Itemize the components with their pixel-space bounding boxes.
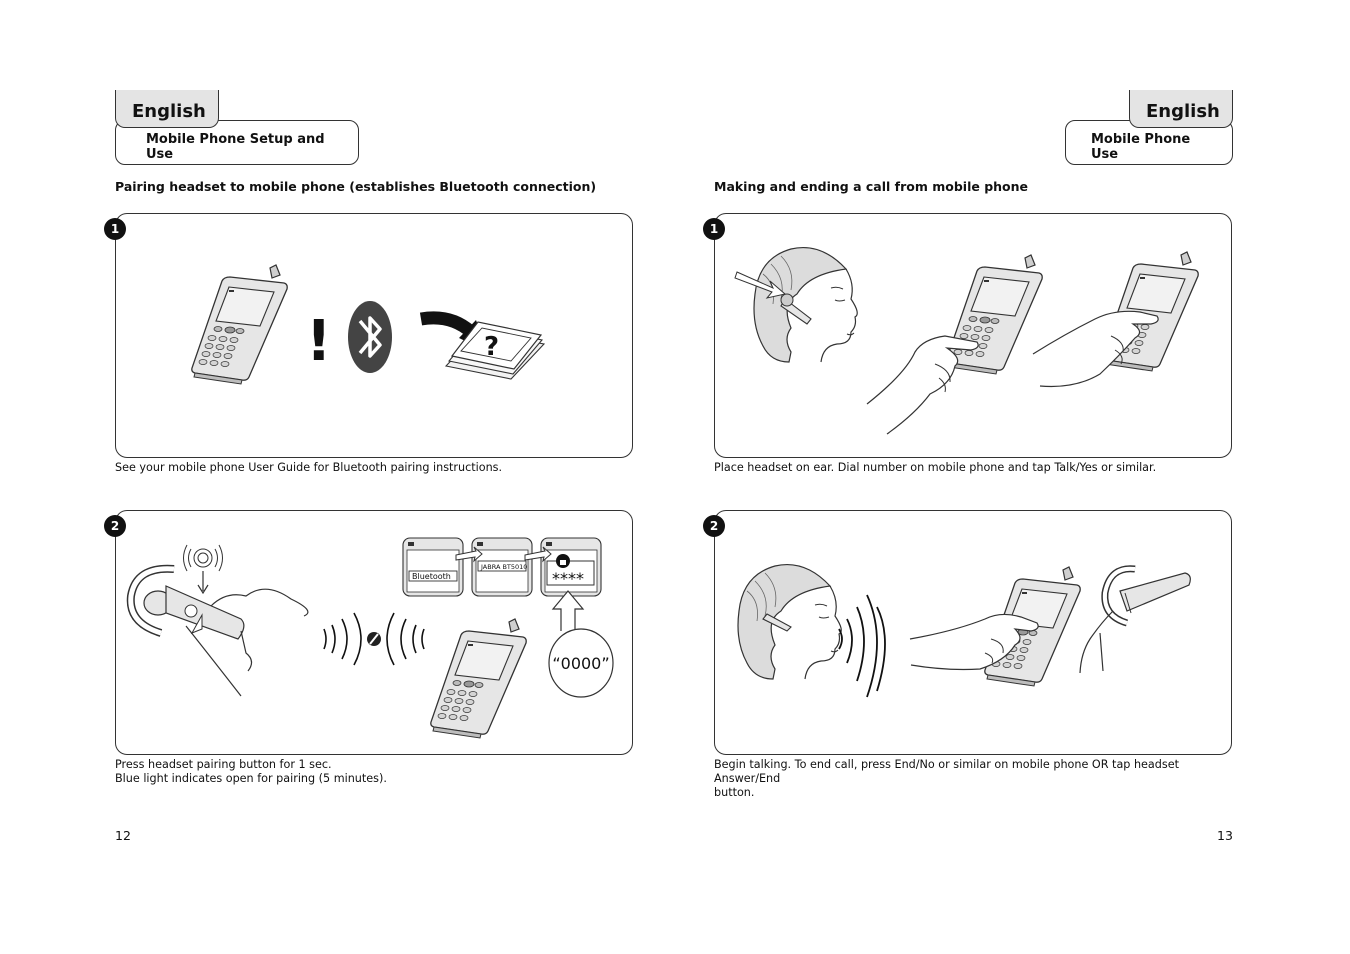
illustration-panel-left-1: ! ?	[115, 213, 633, 458]
illustration-panel-right-1	[714, 213, 1232, 458]
caption-left-2-line1: Press headset pairing button for 1 sec.	[115, 758, 332, 771]
section-title-left: Mobile Phone Setup and Use	[115, 120, 359, 165]
screen-bluetooth-menu: Bluetooth	[402, 537, 464, 597]
caption-right-2-line1: Begin talking. To end call, press End/No…	[714, 758, 1179, 785]
headset-on-ear-icon	[780, 293, 812, 325]
exclamation-mark: !	[306, 309, 332, 374]
caption-left-2: Press headset pairing button for 1 sec. …	[115, 758, 640, 786]
screen-device-label: JABRA BT5010	[480, 563, 527, 571]
phone-icon	[430, 618, 527, 739]
question-mark: ?	[484, 332, 499, 362]
language-tab-right: English	[1129, 90, 1233, 128]
caption-left-2-line2: Blue light indicates open for pairing (5…	[115, 772, 387, 785]
passkey-label: “0000”	[552, 654, 609, 673]
illustration-panel-left-2: Bluetooth JABRA BT5010 **** “0000”	[115, 510, 633, 755]
caption-left-1: See your mobile phone User Guide for Blu…	[115, 461, 503, 474]
manual-icon: ?	[444, 321, 546, 380]
head-icon	[753, 246, 858, 363]
hand-icon	[185, 588, 309, 697]
screen-pin-entry: ****	[540, 537, 602, 597]
page-number-right: 13	[1217, 828, 1233, 843]
screen-pin-label: ****	[552, 569, 584, 588]
step-badge-left-2: 2	[104, 515, 126, 537]
caption-right-2-line2: button.	[714, 786, 755, 799]
head-icon	[737, 563, 842, 680]
headset-on-ear-icon	[762, 613, 792, 632]
passkey-bubble: “0000”	[548, 590, 614, 698]
headset-icon	[126, 564, 245, 640]
screen-bluetooth-label: Bluetooth	[412, 572, 451, 581]
arrow-icon	[734, 271, 787, 299]
hand-icon	[1032, 310, 1159, 388]
phone-icon	[946, 254, 1043, 375]
arrow-icon	[455, 546, 552, 563]
page-number-left: 12	[115, 828, 131, 843]
hand-icon	[909, 613, 1039, 671]
phone-icon	[191, 264, 288, 385]
signal-waves-icon	[838, 594, 886, 698]
language-tab-left: English	[115, 90, 219, 128]
step-badge-right-2: 2	[703, 515, 725, 537]
step-badge-left-1: 1	[104, 218, 126, 240]
bluetooth-icon	[348, 301, 392, 373]
caption-right-1: Place headset on ear. Dial number on mob…	[714, 461, 1157, 474]
call-heading: Making and ending a call from mobile pho…	[714, 179, 1029, 194]
headset-icon	[1079, 565, 1191, 674]
illustration-panel-right-2	[714, 510, 1232, 755]
signal-led-icon	[183, 544, 223, 595]
hand-icon	[866, 335, 979, 435]
pairing-heading: Pairing headset to mobile phone (establi…	[115, 179, 597, 194]
signal-waves-icon	[323, 612, 425, 666]
caption-right-2: Begin talking. To end call, press End/No…	[714, 758, 1239, 800]
step-badge-right-1: 1	[703, 218, 725, 240]
screen-device-list: JABRA BT5010	[471, 537, 533, 597]
